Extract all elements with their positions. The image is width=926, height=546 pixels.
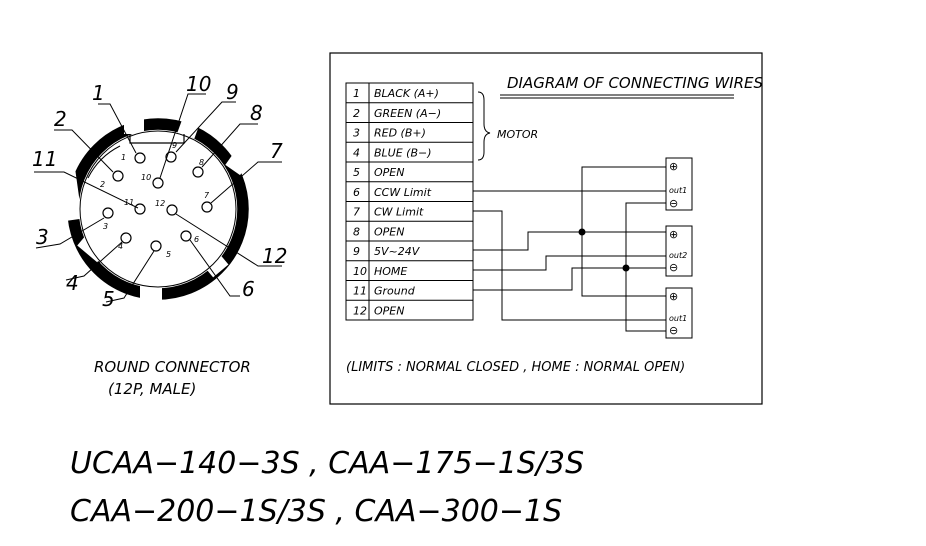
wiring-note: (LIMITS : NORMAL CLOSED , HOME : NORMAL … bbox=[346, 360, 685, 375]
table-pin-number: 10 bbox=[353, 265, 367, 278]
pin-inner-label-11: 11 bbox=[124, 198, 134, 207]
table-pin-number: 7 bbox=[353, 206, 360, 219]
pin-inner-label-3: 3 bbox=[103, 222, 108, 231]
pin-label-2: 2 bbox=[54, 107, 67, 131]
table-pin-number: 3 bbox=[353, 127, 360, 140]
wiring-title: DIAGRAM OF CONNECTING WIRES bbox=[507, 74, 763, 92]
sensor-3-plus: ⊕ bbox=[669, 290, 678, 303]
table-pin-function: BLUE (B−) bbox=[374, 146, 432, 159]
sensor-3-minus: ⊖ bbox=[669, 324, 678, 337]
pin-label-8: 8 bbox=[250, 101, 263, 125]
pin-inner-label-10: 10 bbox=[141, 173, 151, 182]
connector-pins bbox=[102, 151, 213, 252]
pin-table: 1 BLACK (A+) 2 GREEN (A−) 3 RED (B+) 4 BLUE (B−… bbox=[345, 82, 474, 321]
pin-inner-label-5: 5 bbox=[166, 250, 171, 259]
table-pin-number: 4 bbox=[353, 146, 360, 159]
pin-label-7: 7 bbox=[270, 139, 283, 163]
pin-inner-label-9: 9 bbox=[172, 141, 177, 150]
pin-inner-label-12: 12 bbox=[155, 199, 165, 208]
pin-label-12: 12 bbox=[262, 244, 287, 268]
sensor-3-out: out1 bbox=[669, 314, 687, 323]
pin-label-11: 11 bbox=[32, 147, 57, 171]
table-pin-function: OPEN bbox=[374, 166, 404, 179]
pin-11 bbox=[134, 203, 146, 215]
table-pin-function: CCW Limit bbox=[374, 186, 432, 199]
table-pin-function: GREEN (A−) bbox=[374, 107, 441, 120]
pin-inner-label-7: 7 bbox=[204, 191, 210, 200]
sensor-block-3 bbox=[665, 287, 693, 339]
pin-label-5: 5 bbox=[102, 287, 115, 311]
sensor-block-2 bbox=[665, 225, 693, 277]
table-pin-number: 1 bbox=[353, 87, 360, 100]
table-pin-function: BLACK (A+) bbox=[374, 87, 439, 100]
pin-label-10: 10 bbox=[186, 72, 211, 96]
pin-5 bbox=[150, 240, 162, 252]
table-pin-number: 9 bbox=[353, 245, 360, 258]
pin-12 bbox=[166, 204, 178, 216]
table-pin-function: RED (B+) bbox=[374, 127, 426, 140]
pin-7 bbox=[201, 201, 213, 213]
table-pin-function: OPEN bbox=[374, 225, 404, 238]
pin-label-3: 3 bbox=[36, 225, 49, 249]
model-list-line-2: CAA−200−1S/3S , CAA−300−1S bbox=[70, 494, 562, 529]
sensor-blocks: ⊕ out1 ⊖ ⊕ out2 ⊖ ⊕ out1 ⊖ bbox=[665, 157, 693, 339]
sensor-2-minus: ⊖ bbox=[669, 261, 678, 274]
table-pin-function: CW Limit bbox=[374, 206, 424, 219]
pin-8 bbox=[192, 166, 204, 178]
table-pin-number: 11 bbox=[353, 285, 367, 298]
sensor-1-out: out1 bbox=[669, 186, 687, 195]
pin-inner-label-4: 4 bbox=[118, 242, 123, 251]
pin-1 bbox=[134, 152, 146, 164]
pin-9 bbox=[165, 151, 177, 163]
table-pin-number: 6 bbox=[353, 186, 360, 199]
sensor-2-plus: ⊕ bbox=[669, 228, 678, 241]
motor-label: MOTOR bbox=[497, 128, 538, 141]
junction-dot bbox=[622, 264, 630, 272]
table-pin-function: Ground bbox=[374, 285, 416, 298]
pin-inner-label-1: 1 bbox=[121, 153, 126, 162]
pin-inner-label-2: 2 bbox=[100, 180, 105, 189]
table-pin-function: 5V~24V bbox=[374, 245, 421, 258]
pin-10 bbox=[152, 177, 164, 189]
pin-2 bbox=[112, 170, 124, 182]
table-pin-number: 5 bbox=[353, 166, 360, 179]
round-connector: 1 2 3 4 5 6 7 8 9 10 11 12 bbox=[32, 72, 287, 398]
pin-4 bbox=[120, 232, 132, 244]
pin-label-4: 4 bbox=[66, 271, 79, 295]
pin-6 bbox=[180, 230, 192, 242]
connector-caption: ROUND CONNECTOR bbox=[94, 358, 251, 376]
pin-label-6: 6 bbox=[242, 277, 255, 301]
sensor-2-out: out2 bbox=[669, 251, 687, 260]
pin-inner-label-8: 8 bbox=[199, 158, 204, 167]
pin-label-9: 9 bbox=[226, 80, 239, 104]
model-list-line-1: UCAA−140−3S , CAA−175−1S/3S bbox=[70, 446, 584, 481]
pin-label-1: 1 bbox=[92, 81, 105, 105]
table-pin-number: 12 bbox=[353, 304, 367, 317]
wires bbox=[473, 166, 666, 332]
wiring-panel: DIAGRAM OF CONNECTING WIRES 1 BLACK (A+) 2… bbox=[329, 52, 763, 405]
sensor-1-minus: ⊖ bbox=[669, 197, 678, 210]
connector-caption-sub: (12P, MALE) bbox=[108, 380, 196, 398]
table-pin-function: HOME bbox=[374, 265, 407, 278]
sensor-block-1 bbox=[665, 157, 693, 211]
table-pin-function: OPEN bbox=[374, 304, 404, 317]
sensor-1-plus: ⊕ bbox=[669, 160, 678, 173]
junction-dot bbox=[578, 228, 586, 236]
table-pin-number: 8 bbox=[353, 225, 360, 238]
table-pin-number: 2 bbox=[353, 107, 360, 120]
pin-inner-label-6: 6 bbox=[194, 235, 199, 244]
wiring-frame bbox=[329, 52, 763, 405]
pin-3 bbox=[102, 207, 114, 219]
